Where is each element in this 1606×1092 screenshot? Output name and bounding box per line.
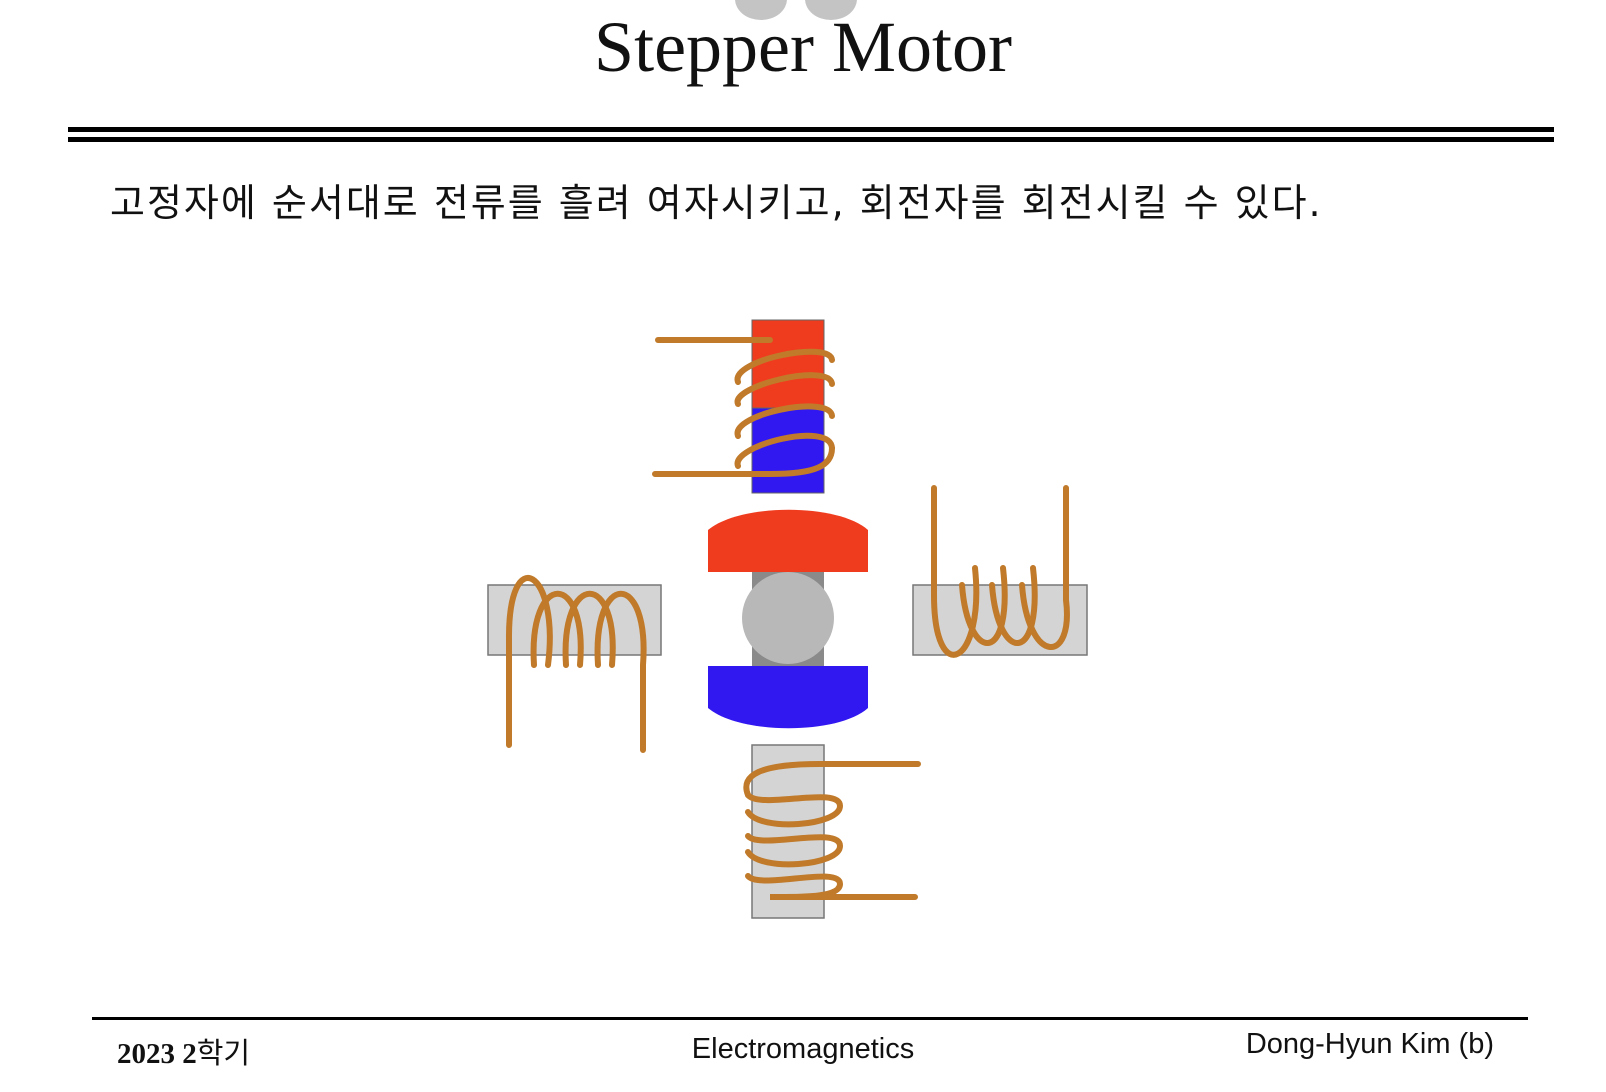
footer-semester-label: 학기 bbox=[196, 1036, 251, 1070]
rotor bbox=[708, 509, 868, 729]
footer-author: Dong-Hyun Kim (b) bbox=[1245, 1028, 1494, 1060]
coil-bottom bbox=[743, 761, 921, 901]
footer-semester: 2023 2학기 bbox=[117, 1030, 250, 1070]
coil-right bbox=[931, 485, 1070, 658]
slide-title: Stepper Motor bbox=[594, 7, 1012, 87]
coil-left bbox=[505, 575, 647, 753]
stator-pole-top-south bbox=[751, 407, 825, 494]
footer-semester-year: 2023 2 bbox=[117, 1038, 197, 1070]
stator-pole-top bbox=[652, 319, 835, 494]
title-rule-lower bbox=[68, 137, 1554, 142]
rotor-north-lobe bbox=[708, 509, 868, 572]
stator-pole-bottom bbox=[743, 744, 921, 919]
stepper-motor-diagram bbox=[487, 319, 1088, 919]
top-decoration bbox=[735, 0, 860, 22]
stator-pole-top-north bbox=[751, 319, 825, 409]
coil-top bbox=[652, 337, 835, 477]
rotor-south-lobe bbox=[708, 666, 868, 729]
rotor-shaft bbox=[742, 572, 834, 664]
slide-body-text: 고정자에 순서대로 전류를 흘려 여자시키고, 회전자를 회전시킬 수 있다. bbox=[110, 181, 1323, 225]
stator-pole-left bbox=[487, 575, 662, 753]
footer-course: Electromagnetics bbox=[691, 1033, 915, 1065]
footer-rule bbox=[92, 1017, 1528, 1020]
stator-pole-right bbox=[912, 485, 1088, 658]
title-rule-upper bbox=[68, 127, 1554, 132]
